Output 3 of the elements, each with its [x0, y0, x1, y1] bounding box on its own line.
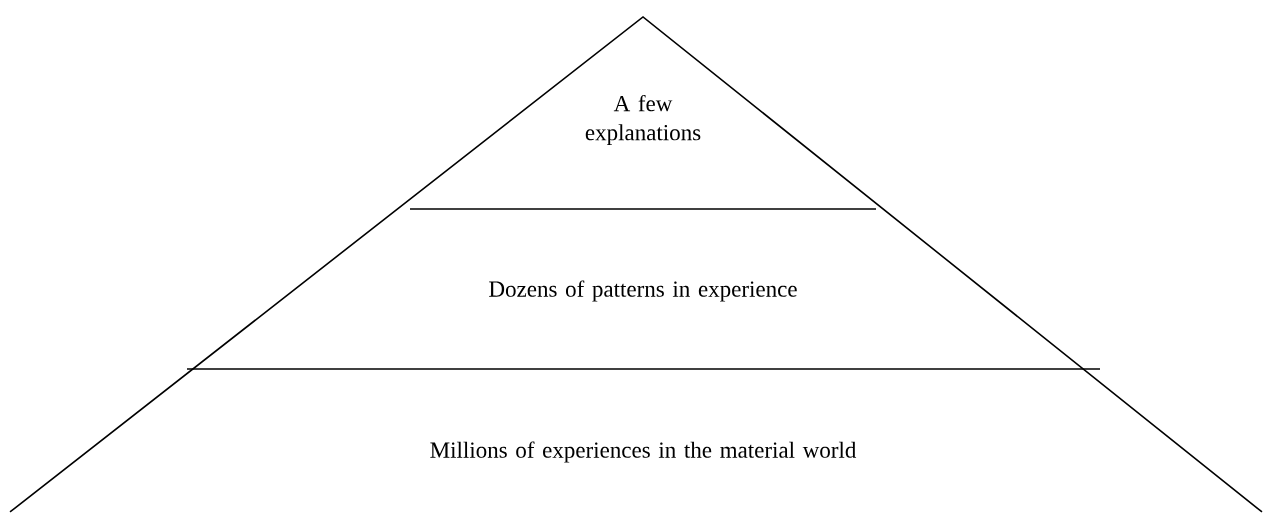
band-label: Dozens of patterns in experience: [489, 280, 797, 302]
band-label: A few explanations: [585, 94, 701, 146]
band-label: Millions of experiences in the material world: [430, 441, 857, 463]
